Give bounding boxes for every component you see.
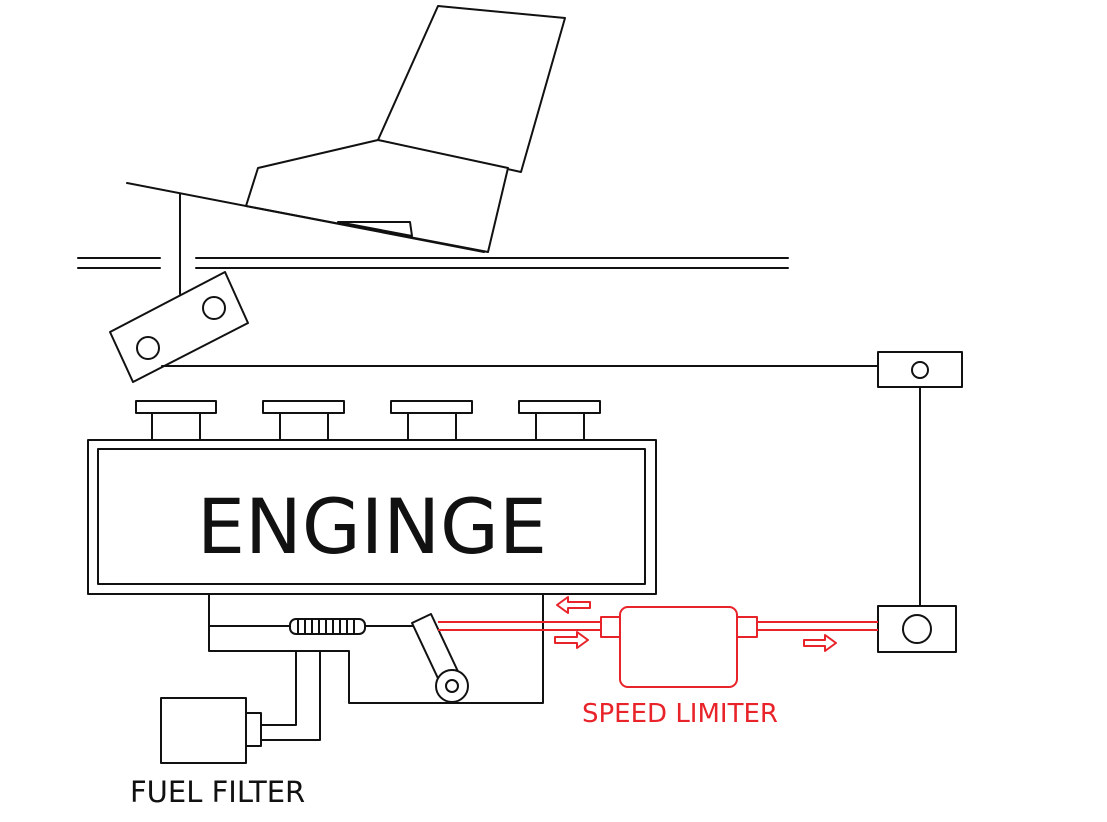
fuel-filter — [160, 697, 247, 764]
engine-block: ENGINGE — [87, 439, 657, 595]
speed-limiter-label: SPEED LIMITER — [582, 699, 778, 729]
heel-block — [337, 221, 413, 237]
speed-limiter: SPEED LIMITER — [438, 596, 878, 729]
throttle-lever — [411, 613, 469, 703]
pedal-pivot — [109, 271, 249, 383]
foot-on-pedal — [245, 5, 566, 253]
arrow-right-icon — [554, 631, 589, 649]
floor — [77, 257, 789, 269]
fuel-filter-label: FUEL FILTER — [130, 775, 305, 809]
intake-stacks — [135, 400, 601, 441]
limiter-connector-left — [600, 616, 622, 638]
accelerator-pedal — [126, 182, 485, 295]
limiter-connector-right — [736, 616, 758, 638]
throttle-linkage — [208, 593, 544, 704]
arrow-left-icon — [556, 596, 591, 614]
engine-label: ENGINGE — [197, 482, 547, 571]
leg — [377, 5, 566, 173]
arrow-right-icon — [803, 634, 837, 652]
fuel-filter-assembly: FUEL FILTER — [130, 650, 321, 809]
pedal-plate — [126, 182, 485, 253]
speed-limiter-unit — [619, 606, 738, 688]
throttle-cable — [161, 351, 963, 653]
